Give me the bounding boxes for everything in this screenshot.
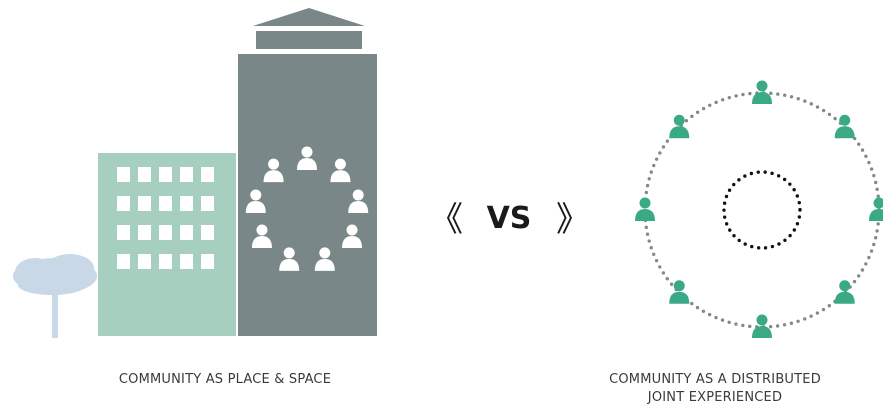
window [201, 225, 214, 240]
window [117, 254, 130, 269]
window [138, 167, 151, 182]
window [159, 167, 172, 182]
short-building [98, 153, 236, 336]
window [159, 254, 172, 269]
window [201, 196, 214, 211]
person-icon [869, 197, 883, 221]
right-caption-line1: COMMUNITY AS A DISTRIBUTED [609, 372, 821, 387]
person-icon [263, 158, 284, 183]
person-icon [635, 197, 655, 221]
window [180, 254, 193, 269]
distributed-members [635, 80, 883, 338]
person-icon [251, 224, 272, 248]
inner-dotted-ring-icon [722, 170, 802, 250]
person-icon [834, 280, 855, 304]
left-caption: COMMUNITY AS PLACE & SPACE [40, 371, 410, 389]
window [138, 254, 151, 269]
window [138, 196, 151, 211]
person-icon [314, 247, 335, 271]
tall-building [238, 8, 377, 336]
person-icon [342, 224, 363, 248]
left-caption-text: COMMUNITY AS PLACE & SPACE [118, 372, 332, 387]
window [117, 196, 130, 211]
person-icon [834, 114, 855, 139]
window [117, 225, 130, 240]
person-icon [330, 158, 351, 183]
person-icon [752, 314, 772, 338]
window [180, 196, 193, 211]
person-icon [669, 280, 690, 304]
window [180, 225, 193, 240]
right-caption-line2: JOINT EXPERIENCED [647, 390, 783, 405]
window [201, 167, 214, 182]
right-caption: COMMUNITY AS A DISTRIBUTED JOINT EXPERIE… [550, 371, 880, 407]
vs-text: VS [487, 201, 532, 236]
window [201, 254, 214, 269]
versus-label: 《 VS 》 [429, 200, 590, 240]
window [159, 196, 172, 211]
distributed-network-scene [635, 80, 883, 338]
left-chevron-icon: 《 [429, 200, 463, 240]
window [159, 225, 172, 240]
building-occupants [245, 146, 369, 271]
window [180, 167, 193, 182]
window-grid [117, 167, 214, 269]
person-icon [348, 189, 369, 213]
right-chevron-icon: 》 [556, 200, 590, 240]
tree-icon [13, 254, 97, 338]
person-icon [279, 247, 300, 271]
person-icon [297, 146, 317, 170]
window [138, 225, 151, 240]
window [117, 167, 130, 182]
person-icon [669, 114, 690, 139]
person-icon [245, 189, 266, 213]
place-and-space-scene [13, 8, 377, 338]
person-icon [752, 80, 772, 104]
